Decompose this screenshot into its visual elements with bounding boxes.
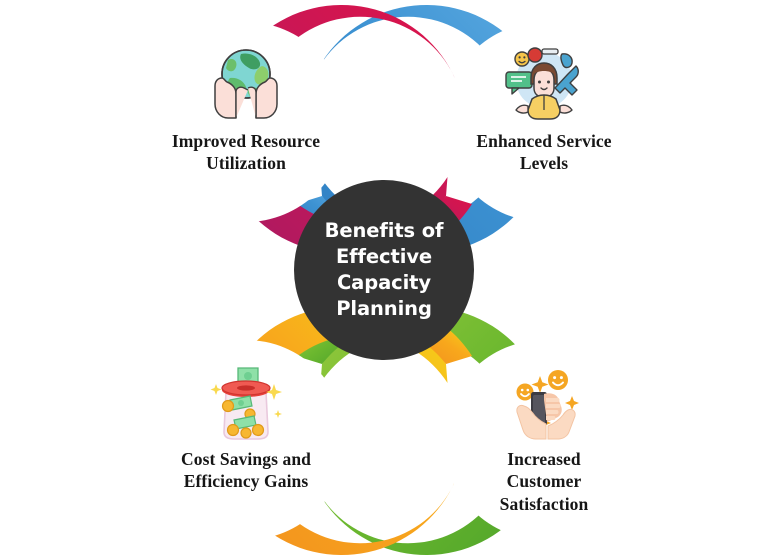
node-label: Improved Resource Utilization [171, 131, 321, 174]
node-cost-savings-and-efficiency-gains[interactable]: Cost Savings and Efficiency Gains [146, 340, 346, 540]
customer-support-agent-icon [505, 47, 579, 120]
hands-phone-smiley-icon [516, 370, 579, 440]
node-increased-customer-satisfaction[interactable]: Increased Customer Satisfaction [444, 340, 644, 540]
node-label: Increased Customer Satisfaction [499, 449, 589, 514]
center-hub-title: Benefits of Effective Capacity Planning [324, 219, 444, 320]
savings-jar-money-icon [210, 367, 282, 440]
hands-holding-globe-icon [214, 49, 278, 119]
node-enhanced-service-levels[interactable]: Enhanced Service Levels [444, 22, 644, 222]
node-label: Cost Savings and Efficiency Gains [181, 449, 311, 492]
node-label: Enhanced Service Levels [476, 131, 612, 174]
center-hub: Benefits of Effective Capacity Planning [294, 180, 474, 360]
node-improved-resource-utilization[interactable]: Improved Resource Utilization [146, 22, 346, 222]
